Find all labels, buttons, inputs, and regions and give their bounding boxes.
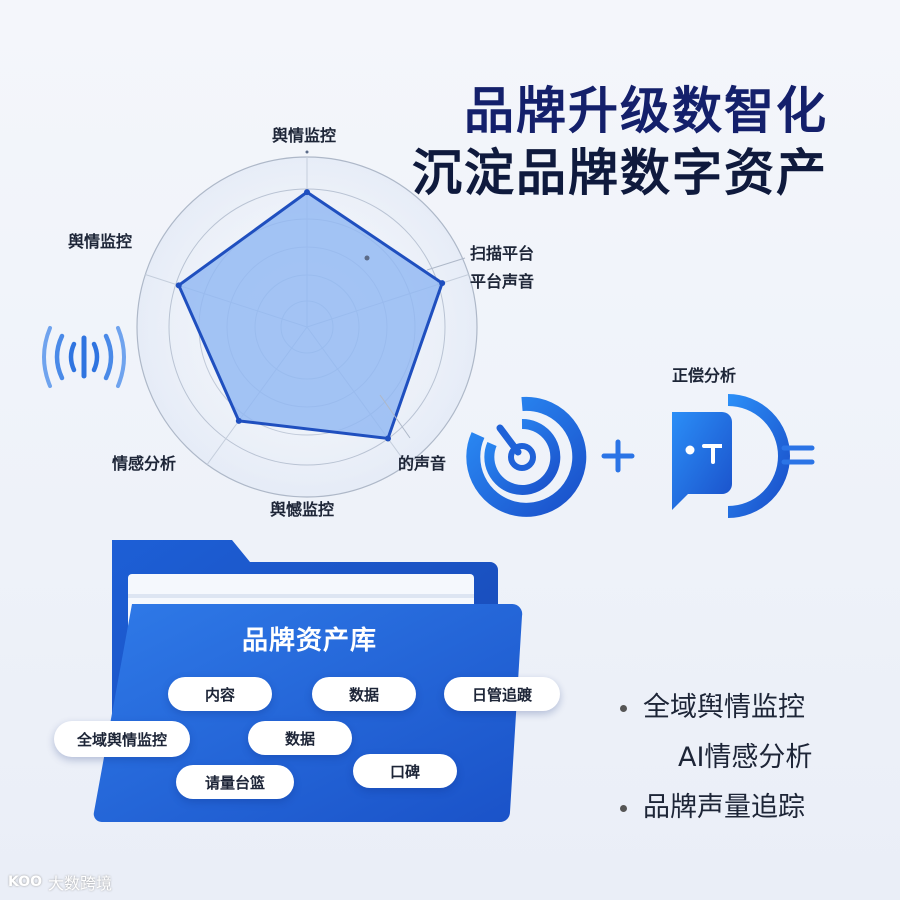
radar-vertex-4 xyxy=(175,282,182,289)
chip-full-monitoring: 全域舆情监控 xyxy=(54,721,190,757)
radar-vertex-3 xyxy=(235,417,242,424)
chip-content: 内容 xyxy=(168,677,272,711)
radar-connector-bottom-right xyxy=(379,394,411,439)
feature-item: 品牌声量追踪 xyxy=(620,783,812,833)
chip-data: 数据 xyxy=(312,677,416,711)
feature-item: 全域舆情监控 xyxy=(620,683,812,733)
watermark: KOO 大数跨境 xyxy=(8,870,112,894)
radar-vertices xyxy=(175,189,446,442)
watermark-text: 大数跨境 xyxy=(48,874,113,893)
folder-title: 品牌资产库 xyxy=(242,626,378,656)
radar-label-right-1: 扫描平台 xyxy=(470,244,535,263)
radar-connector-right xyxy=(426,257,466,271)
chip-volume: 请量台篮 xyxy=(176,765,294,799)
chip-tracking: 日管追踱 xyxy=(444,677,560,711)
feature-item: AI情感分析 xyxy=(678,742,813,773)
radar-top-dot xyxy=(305,150,309,154)
radar-small-dot xyxy=(364,255,370,261)
radar-label-left: 舆情监控 xyxy=(68,232,133,251)
radar-label-right-2: 平台声音 xyxy=(470,272,535,291)
headline-line-1: 品牌升级数智化 xyxy=(464,82,828,140)
chip-reputation: 口碑 xyxy=(353,754,457,788)
headline: 品牌升级数智化 沉淀品牌数字资产 xyxy=(412,80,828,204)
watermark-logo: KOO xyxy=(8,874,43,890)
chip-data-2: 数据 xyxy=(248,721,352,755)
equation-label: 正偿分析 xyxy=(672,366,737,385)
radar-label-bottom-right: 的声音 xyxy=(398,454,447,473)
radar-label-bottom-left: 情感分析 xyxy=(112,454,177,473)
feature-list: 全域舆情监控 AI情感分析 品牌声量追踪 xyxy=(620,683,812,833)
headline-line-2: 沉淀品牌数字资产 xyxy=(412,144,828,202)
radar-vertex-1 xyxy=(439,280,446,287)
radar-label-top: 舆情监控 xyxy=(272,126,337,145)
radar-vertex-0 xyxy=(304,189,310,196)
radar-shape xyxy=(177,190,444,440)
radar-vertex-2 xyxy=(384,435,391,442)
signal-waves-icon xyxy=(42,326,126,388)
radar-label-bottom: 舆憾监控 xyxy=(270,500,335,519)
